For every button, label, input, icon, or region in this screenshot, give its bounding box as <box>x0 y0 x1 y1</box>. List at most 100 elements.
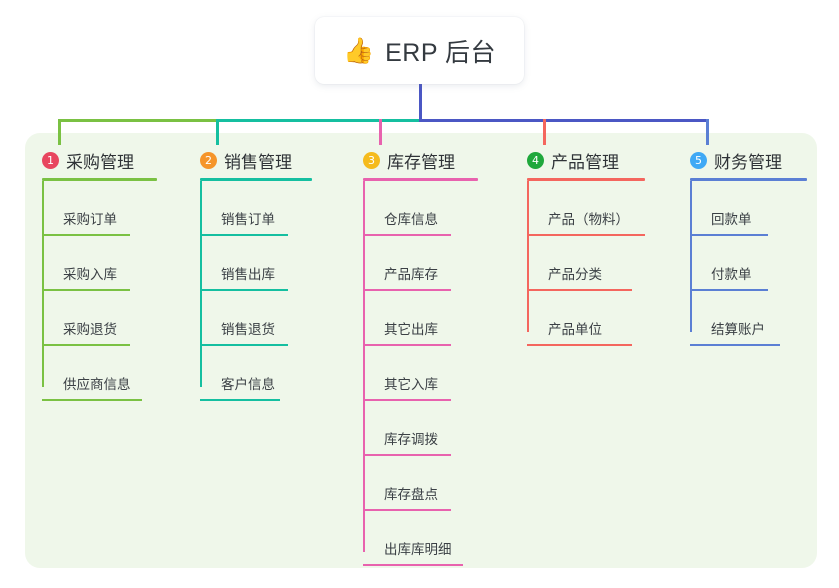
connector-drop-2 <box>216 119 219 145</box>
branch-spine-1 <box>42 181 44 387</box>
branch-column-1: 1 采购管理采购订单采购入库采购退货供应商信息 <box>42 148 157 401</box>
connector-drop-5 <box>706 119 709 145</box>
branch-column-4: 4 产品管理产品（物料） 产品分类产品单位 <box>527 148 645 346</box>
branch-title-1: 采购管理 <box>66 152 134 172</box>
branch-item[interactable]: 库存盘点 <box>363 456 478 511</box>
branch-item[interactable]: 产品（物料） <box>527 181 645 236</box>
branch-item[interactable]: 产品库存 <box>363 236 478 291</box>
root-node-title: ERP 后台 <box>385 38 497 67</box>
branch-items-2: 销售订单销售出库销售退货客户信息 <box>200 181 312 401</box>
branch-item-label: 库存盘点 <box>384 487 438 502</box>
branch-title-4: 产品管理 <box>551 152 619 172</box>
branch-title-5: 财务管理 <box>714 152 782 172</box>
branch-item-label: 产品分类 <box>548 267 602 282</box>
branch-item-underline <box>363 564 463 566</box>
branch-item[interactable]: 付款单 <box>690 236 807 291</box>
branch-item[interactable]: 销售退货 <box>200 291 312 346</box>
branch-item[interactable]: 产品分类 <box>527 236 645 291</box>
branch-item-underline <box>42 234 130 236</box>
branch-underline-5 <box>690 178 807 181</box>
branch-item[interactable]: 仓库信息 <box>363 181 478 236</box>
connector-green-segment <box>58 119 219 122</box>
branch-item[interactable]: 回款单 <box>690 181 807 236</box>
branch-item-underline <box>527 344 632 346</box>
branch-item-underline <box>42 344 130 346</box>
branch-item-underline <box>690 344 780 346</box>
branch-badge-2: 2 <box>200 151 217 169</box>
branch-item-label: 采购入库 <box>63 267 117 282</box>
branch-item-label: 其它出库 <box>384 322 438 337</box>
branch-item[interactable]: 采购订单 <box>42 181 157 236</box>
branch-item-label: 产品（物料） <box>548 212 629 227</box>
branch-item-label: 产品单位 <box>548 322 602 337</box>
branch-item[interactable]: 采购退货 <box>42 291 157 346</box>
branch-badge-5: 5 <box>690 151 707 169</box>
branch-item-underline <box>690 289 768 291</box>
branch-items-1: 采购订单采购入库采购退货供应商信息 <box>42 181 157 401</box>
branch-item-label: 采购退货 <box>63 322 117 337</box>
branch-column-2: 2 销售管理销售订单销售出库销售退货客户信息 <box>200 148 312 401</box>
branch-item-underline <box>527 289 632 291</box>
branch-column-3: 3 库存管理仓库信息产品库存其它出库其它入库库存调拨库存盘点出库库明细 <box>363 148 478 566</box>
connector-teal-segment <box>216 119 422 122</box>
branch-item-label: 仓库信息 <box>384 212 438 227</box>
branch-item[interactable]: 供应商信息 <box>42 346 157 401</box>
branch-item-label: 回款单 <box>711 212 752 227</box>
branch-badge-3: 3 <box>363 151 380 169</box>
branch-item-underline <box>363 399 451 401</box>
branch-item-underline <box>200 234 288 236</box>
branch-underline-4 <box>527 178 645 181</box>
branch-item-underline <box>363 234 451 236</box>
branch-underline-2 <box>200 178 312 181</box>
branch-item-underline <box>42 289 130 291</box>
branch-item-label: 产品库存 <box>384 267 438 282</box>
branches-panel <box>25 133 817 568</box>
branch-badge-1: 1 <box>42 151 59 169</box>
branch-item-underline <box>200 344 288 346</box>
branch-header-5[interactable]: 5 财务管理 <box>690 148 807 172</box>
branch-item-underline <box>363 509 451 511</box>
branch-title-2: 销售管理 <box>224 152 292 172</box>
connector-blue-segment <box>419 119 709 122</box>
branch-item[interactable]: 结算账户 <box>690 291 807 346</box>
branch-badge-4: 4 <box>527 151 544 169</box>
connector-root-stem <box>419 84 422 122</box>
branch-item[interactable]: 产品单位 <box>527 291 645 346</box>
branch-item-label: 销售退货 <box>221 322 275 337</box>
branch-header-3[interactable]: 3 库存管理 <box>363 148 478 172</box>
branch-item-label: 库存调拨 <box>384 432 438 447</box>
branch-item[interactable]: 客户信息 <box>200 346 312 401</box>
branch-item[interactable]: 采购入库 <box>42 236 157 291</box>
branch-item-underline <box>42 399 142 401</box>
branch-item[interactable]: 库存调拨 <box>363 401 478 456</box>
branch-spine-5 <box>690 181 692 332</box>
connector-drop-4 <box>543 119 546 145</box>
thumbs-up-icon: 👍 <box>342 36 375 65</box>
branch-underline-3 <box>363 178 478 181</box>
branch-header-4[interactable]: 4 产品管理 <box>527 148 645 172</box>
branch-spine-4 <box>527 181 529 332</box>
branch-item[interactable]: 销售订单 <box>200 181 312 236</box>
branch-item[interactable]: 其它入库 <box>363 346 478 401</box>
connector-drop-1 <box>58 119 61 145</box>
branch-item-underline <box>363 454 451 456</box>
branch-item-label: 结算账户 <box>711 322 765 337</box>
branch-item-label: 付款单 <box>711 267 752 282</box>
branch-spine-3 <box>363 181 365 552</box>
connector-drop-3 <box>379 119 382 145</box>
branch-header-1[interactable]: 1 采购管理 <box>42 148 157 172</box>
root-node-card[interactable]: 👍 ERP 后台 <box>315 17 524 84</box>
branch-item[interactable]: 出库库明细 <box>363 511 478 566</box>
branch-item-label: 销售订单 <box>221 212 275 227</box>
branch-header-2[interactable]: 2 销售管理 <box>200 148 312 172</box>
branch-item-underline <box>200 399 280 401</box>
branch-items-3: 仓库信息产品库存其它出库其它入库库存调拨库存盘点出库库明细 <box>363 181 478 566</box>
root-node-content: 👍 ERP 后台 <box>343 33 496 69</box>
branch-item-label: 客户信息 <box>221 377 275 392</box>
branch-item-underline <box>363 289 451 291</box>
branch-item[interactable]: 销售出库 <box>200 236 312 291</box>
branch-item[interactable]: 其它出库 <box>363 291 478 346</box>
branch-items-4: 产品（物料） 产品分类产品单位 <box>527 181 645 346</box>
branch-title-3: 库存管理 <box>387 152 455 172</box>
